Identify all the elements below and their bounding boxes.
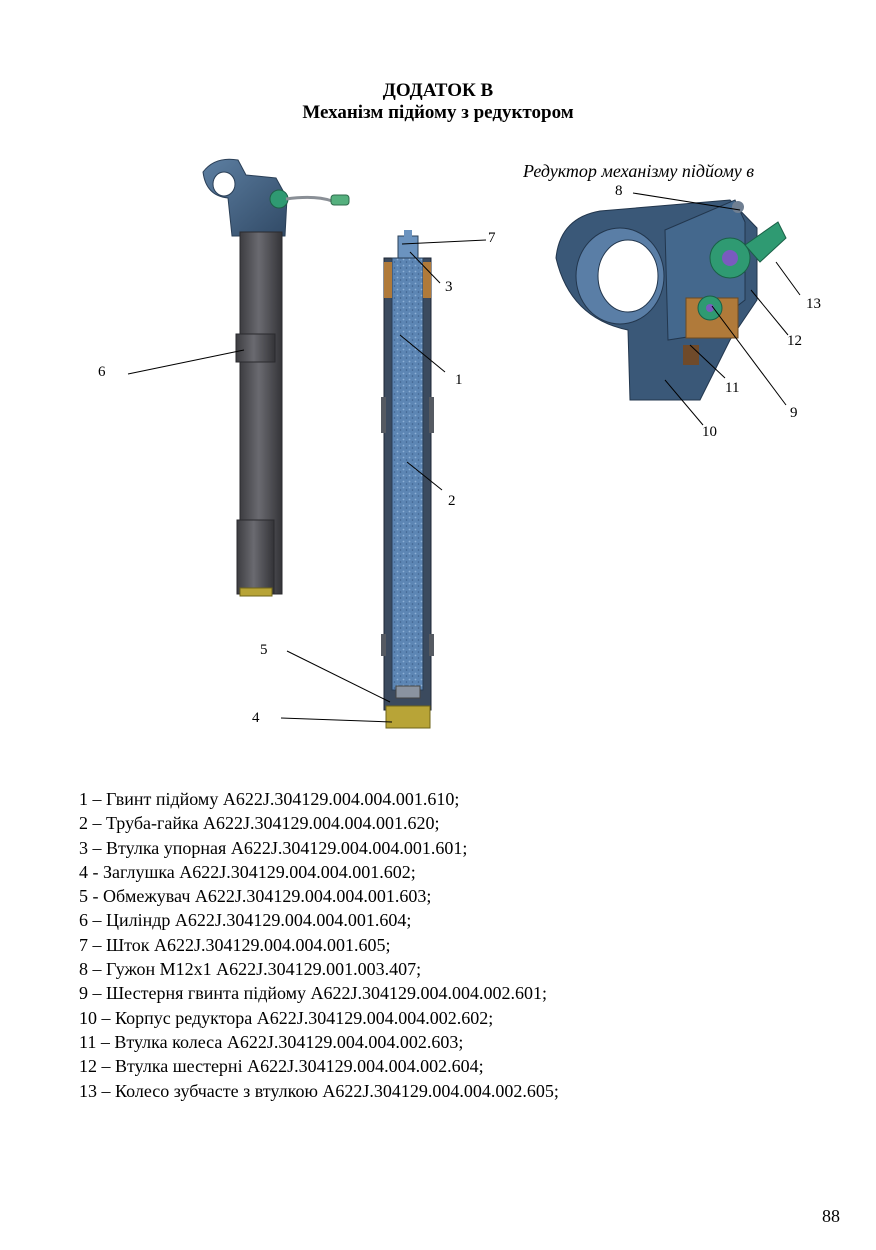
appendix-title: ДОДАТОК В bbox=[382, 80, 494, 101]
mechanism-drawing bbox=[127, 158, 801, 729]
parts-legend: 1 – Гвинт підйому A622J.304129.004.004.0… bbox=[79, 787, 559, 1103]
callout-6: 6 bbox=[98, 364, 106, 380]
legend-item: 9 – Шестерня гвинта підйому A622J.304129… bbox=[79, 983, 548, 1004]
reducer-assembly bbox=[555, 199, 787, 401]
callout-3: 3 bbox=[445, 279, 453, 295]
legend-item: 5 - Обмежувач A622J.304129.004.004.001.6… bbox=[79, 886, 432, 907]
legend-item: 6 – Циліндр A622J.304129.004.004.001.604… bbox=[79, 910, 412, 931]
appendix-subtitle: Механізм підйому з редуктором bbox=[302, 102, 574, 123]
legend-item: 12 – Втулка шестерні A622J.304129.004.00… bbox=[79, 1056, 484, 1077]
callout-1: 1 bbox=[455, 372, 463, 388]
legend-item: 8 – Гужон М12х1 A622J.304129.001.003.407… bbox=[79, 959, 422, 980]
callout-11: 11 bbox=[725, 380, 740, 396]
reducer-caption: Редуктор механізму підйому в bbox=[523, 161, 755, 181]
callout-2: 2 bbox=[448, 493, 456, 509]
callout-5: 5 bbox=[260, 642, 268, 658]
screw-tube-assembly bbox=[381, 230, 434, 729]
legend-item: 10 – Корпус редуктора A622J.304129.004.0… bbox=[79, 1007, 494, 1028]
legend-item: 13 – Колесо зубчасте з втулкою A622J.304… bbox=[79, 1080, 559, 1101]
callout-13: 13 bbox=[806, 296, 821, 312]
cylinder-assembly bbox=[202, 158, 350, 597]
callout-7: 7 bbox=[488, 230, 496, 246]
callout-8: 8 bbox=[615, 183, 623, 199]
callout-12: 12 bbox=[787, 333, 802, 349]
legend-item: 1 – Гвинт підйому A622J.304129.004.004.0… bbox=[79, 789, 460, 809]
callout-4: 4 bbox=[252, 710, 260, 726]
callout-9: 9 bbox=[790, 405, 798, 421]
legend-item: 7 – Шток A622J.304129.004.004.001.605; bbox=[79, 934, 391, 955]
legend-item: 11 – Втулка колеса A622J.304129.004.004.… bbox=[79, 1031, 464, 1052]
page-number: 88 bbox=[822, 1206, 840, 1226]
leader-lines bbox=[127, 192, 801, 723]
callout-10: 10 bbox=[702, 424, 717, 440]
legend-item: 4 - Заглушка A622J.304129.004.004.001.60… bbox=[79, 861, 416, 882]
legend-item: 3 – Втулка упорная A622J.304129.004.004.… bbox=[79, 837, 468, 858]
legend-item: 2 – Труба-гайка A622J.304129.004.004.001… bbox=[79, 813, 440, 834]
